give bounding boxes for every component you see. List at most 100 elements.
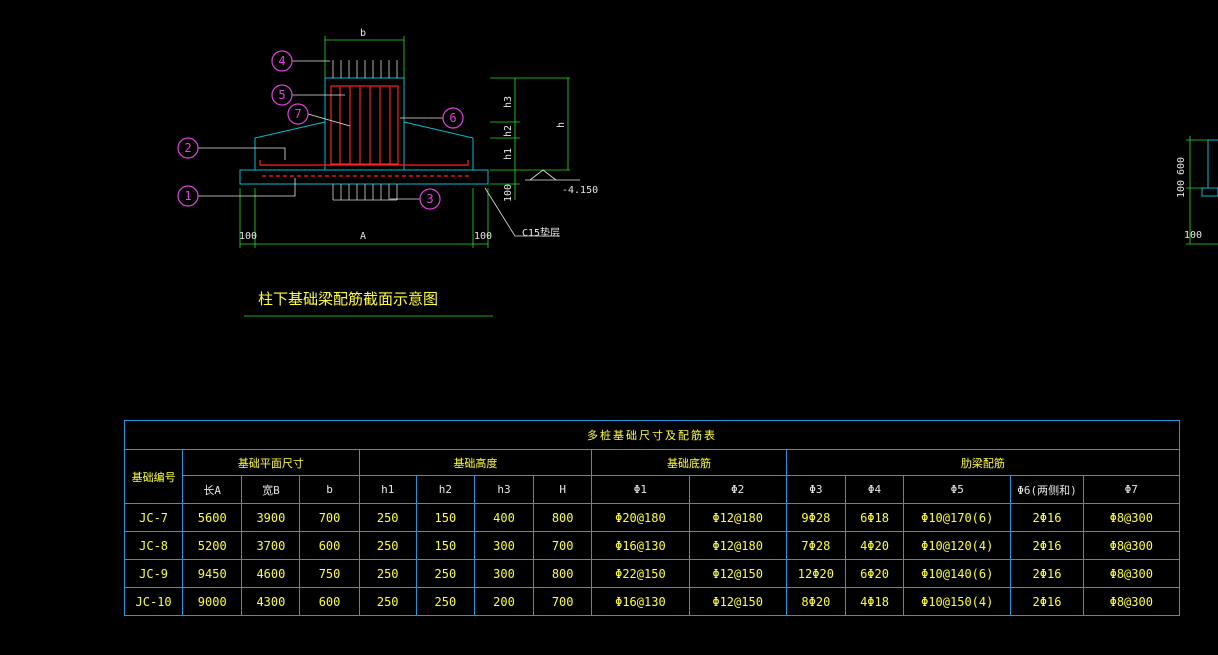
table-cell: 3700 <box>241 531 301 560</box>
table-cell: 250 <box>415 559 475 588</box>
table-cell: Φ22@150 <box>591 559 690 588</box>
callout-1: 1 <box>177 185 199 207</box>
side-label-600: 600 <box>1176 157 1187 175</box>
table-cell: 6Φ20 <box>844 559 905 588</box>
header-plan-size: 基础平面尺寸 <box>182 449 360 476</box>
table-cell: 4Φ18 <box>844 587 905 616</box>
dim-right-100: 100 <box>474 231 492 242</box>
svg-text:4: 4 <box>278 54 285 68</box>
column-header: h3 <box>473 475 535 504</box>
header-rib-beam-rebar: 肋梁配筋 <box>785 449 1181 476</box>
table-cell: 750 <box>299 559 360 588</box>
drawing-title: 柱下基础梁配筋截面示意图 <box>258 290 438 308</box>
dim-h: h <box>556 122 567 128</box>
svg-text:2: 2 <box>184 141 191 155</box>
foundation-id-cell: JC-9 <box>123 559 184 588</box>
table-cell: 700 <box>533 531 593 560</box>
column-header: Φ5 <box>903 475 1012 504</box>
dimension-lines <box>239 36 570 317</box>
table-cell: 6Φ18 <box>844 503 905 532</box>
svg-text:7: 7 <box>294 107 301 121</box>
concrete-outline <box>239 77 489 185</box>
column-bars <box>332 60 398 78</box>
callout-4: 4 <box>271 50 293 72</box>
table-cell: 12Φ20 <box>785 559 846 588</box>
svg-text:1: 1 <box>184 189 191 203</box>
callout-3: 3 <box>419 188 441 210</box>
table-cell: 250 <box>358 531 417 560</box>
foundation-id-cell: JC-7 <box>123 503 184 532</box>
dim-h1: h1 <box>503 148 514 160</box>
table-cell: Φ12@180 <box>688 503 787 532</box>
table-cell: 800 <box>533 559 593 588</box>
svg-text:3: 3 <box>426 192 433 206</box>
table-cell: 4300 <box>241 587 301 616</box>
table-cell: Φ10@140(6) <box>903 559 1012 588</box>
column-header: 宽B <box>241 475 301 504</box>
callout-5: 5 <box>271 84 293 106</box>
table-cell: Φ10@120(4) <box>903 531 1012 560</box>
elevation-label: -4.150 <box>562 185 598 196</box>
table-cell: 150 <box>415 503 475 532</box>
table-cell: Φ10@170(6) <box>903 503 1012 532</box>
table-cell: 600 <box>299 531 360 560</box>
pad-label: C15垫层 <box>522 226 560 239</box>
svg-text:6: 6 <box>449 111 456 125</box>
table-cell: 8Φ20 <box>785 587 846 616</box>
dim-A: A <box>360 231 366 242</box>
column-header: Φ1 <box>591 475 690 504</box>
table-cell: 5600 <box>182 503 243 532</box>
table-cell: Φ16@130 <box>591 531 690 560</box>
dim-bottom-100: 100 <box>503 184 514 202</box>
dim-left-100: 100 <box>239 231 257 242</box>
table-cell: 200 <box>473 587 535 616</box>
table-cell: Φ12@180 <box>688 531 787 560</box>
callout-6: 6 <box>442 107 464 129</box>
foundation-id-cell: JC-10 <box>123 587 184 616</box>
table-cell: 300 <box>473 559 535 588</box>
table-cell: 4Φ20 <box>844 531 905 560</box>
column-header: h2 <box>415 475 475 504</box>
table-cell: Φ8@300 <box>1082 531 1181 560</box>
elevation-marker <box>525 169 580 181</box>
table-cell: Φ8@300 <box>1082 503 1181 532</box>
table-cell: 2Φ16 <box>1010 531 1084 560</box>
dim-b: b <box>360 28 366 39</box>
foundation-schedule-table: 多桩基础尺寸及配筋表 基础编号 基础平面尺寸 基础高度 基础底筋 肋梁配筋 长A… <box>123 420 1181 616</box>
table-cell: 250 <box>415 587 475 616</box>
dim-h3: h3 <box>503 96 514 108</box>
table-cell: 250 <box>358 559 417 588</box>
foundation-id-cell: JC-8 <box>123 531 184 560</box>
table-cell: 700 <box>533 587 593 616</box>
header-foundation-id: 基础编号 <box>123 449 184 504</box>
table-cell: Φ12@150 <box>688 559 787 588</box>
header-bottom-rebar: 基础底筋 <box>591 449 787 476</box>
column-header: b <box>299 475 360 504</box>
callout-2: 2 <box>177 137 199 159</box>
table-cell: 2Φ16 <box>1010 559 1084 588</box>
table-cell: 3900 <box>241 503 301 532</box>
table-cell: Φ20@180 <box>591 503 690 532</box>
table-cell: 600 <box>299 587 360 616</box>
table-cell: 250 <box>358 503 417 532</box>
column-header: h1 <box>358 475 417 504</box>
table-cell: 150 <box>415 531 475 560</box>
table-cell: 400 <box>473 503 535 532</box>
table-cell: 5200 <box>182 531 243 560</box>
table-cell: Φ8@300 <box>1082 587 1181 616</box>
table-cell: 9Φ28 <box>785 503 846 532</box>
column-header: Φ3 <box>785 475 846 504</box>
column-header: H <box>533 475 593 504</box>
column-header: Φ2 <box>688 475 787 504</box>
table-caption: 多桩基础尺寸及配筋表 <box>124 420 1180 450</box>
leader-lines <box>198 60 560 237</box>
header-height: 基础高度 <box>358 449 593 476</box>
svg-text:5: 5 <box>278 88 285 102</box>
column-header: Φ7 <box>1082 475 1181 504</box>
table-cell: 2Φ16 <box>1010 503 1084 532</box>
table-cell: Φ8@300 <box>1082 559 1181 588</box>
